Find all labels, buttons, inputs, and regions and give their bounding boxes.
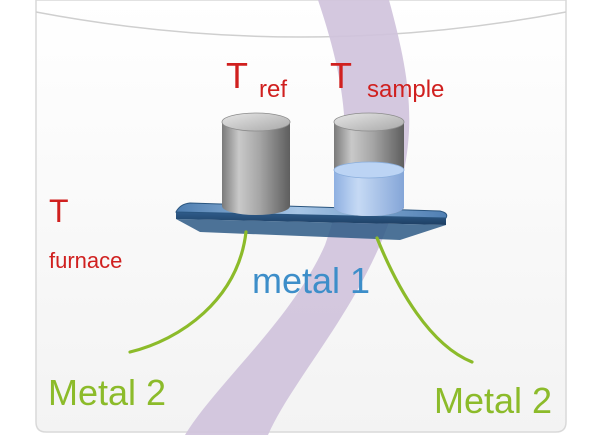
- t-furnace-main: T: [49, 193, 69, 229]
- metal-plate-underside: [176, 219, 446, 240]
- metal-2-label-left: Metal 2: [48, 372, 166, 413]
- t-sample-sub: sample: [367, 76, 444, 103]
- metal-1-label: metal 1: [252, 260, 370, 301]
- metal-plate-edge: [176, 212, 446, 225]
- reference-crucible: [221, 112, 291, 215]
- sample-crucible: [333, 112, 405, 216]
- metal-2-wire-right: [375, 236, 474, 364]
- sample-liquid: [334, 170, 404, 216]
- purple-band: [185, 0, 410, 435]
- t-ref-main: T: [226, 55, 248, 96]
- metal-2-wire-left: [128, 230, 248, 354]
- t-ref-sub: ref: [259, 76, 287, 103]
- t-sample-main: T: [330, 55, 352, 96]
- metal-2-label-right: Metal 2: [434, 380, 552, 421]
- t-furnace-sub: furnace: [49, 248, 122, 273]
- furnace-rim: [35, 11, 567, 38]
